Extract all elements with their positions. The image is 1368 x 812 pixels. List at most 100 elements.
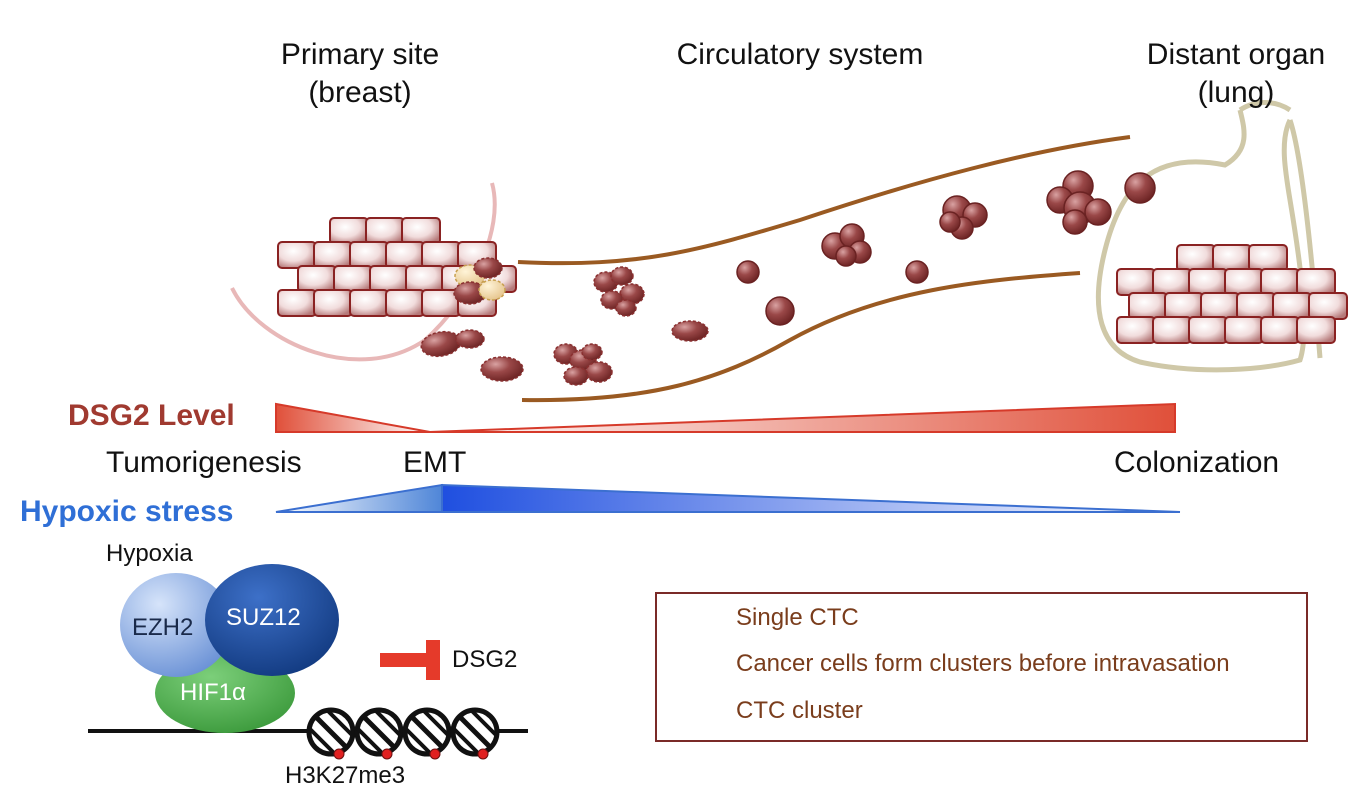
nucleosome-hatch: [421, 708, 451, 738]
distant-tumor-cell: [1152, 316, 1192, 344]
hif1a-label: HIF1α: [180, 679, 246, 706]
distant-tumor-cell: [1296, 316, 1336, 344]
pre-cluster-cell: [563, 366, 589, 386]
distant-tumor-cell: [1308, 292, 1348, 320]
distant-tumor-cell: [1116, 268, 1156, 296]
hypoxia-label: Hypoxia: [106, 540, 193, 567]
distant-tumor-cell: [1224, 268, 1264, 296]
suz12-label: SUZ12: [226, 604, 301, 631]
ctc-cell: [939, 211, 961, 233]
nucleosome-hatch: [314, 715, 348, 749]
primary-tumor-cell: [369, 265, 409, 293]
ctc-cell: [1084, 198, 1112, 226]
stage-colonization: Colonization: [1114, 446, 1280, 479]
nucleosome-hatch: [362, 715, 396, 749]
nucleosome-hatch: [403, 726, 433, 756]
dsg2-level-left-wedge: [275, 402, 431, 433]
distant-tumor-cell: [1236, 292, 1276, 320]
h3k27me3-mark: [429, 748, 441, 760]
distant-tumor-cell: [1164, 292, 1204, 320]
nucleosome-hatch: [325, 708, 355, 738]
h3k27me3-mark: [477, 748, 489, 760]
primary-tumor-cell: [365, 217, 405, 245]
nucleosome-hatch: [451, 726, 481, 756]
hypoxic-stress-left-wedge: [275, 483, 443, 513]
h3k27me3-label: H3K27me3: [285, 762, 406, 789]
distant-organ-subtitle: (lung): [1197, 76, 1275, 109]
ctc-cell: [905, 260, 929, 284]
hypoxic-stress-label: Hypoxic stress: [20, 495, 234, 528]
dsg2-level-right-wedge: [429, 402, 1176, 433]
distant-tumor-cell: [1296, 268, 1336, 296]
hypoxic-stress-right-wedge: [441, 483, 1181, 513]
primary-site-title: Primary site: [280, 38, 440, 71]
dsg2-level-label: DSG2 Level: [68, 399, 235, 432]
distant-tumor-cell: [1212, 244, 1252, 272]
primary-tumor-cell: [277, 289, 317, 317]
circulatory-system-label: Circulatory system: [676, 38, 924, 71]
primary-tumor-cell: [349, 241, 389, 269]
circulating-tumor-cells: [553, 170, 1156, 386]
primary-tumor-cell: [401, 217, 441, 245]
distant-organ-label: Distant organ (lung): [1126, 36, 1346, 112]
ctc-cell: [1062, 209, 1088, 235]
distant-tumor-cell: [1200, 292, 1240, 320]
pre-intravasation-cluster: [453, 257, 506, 305]
blood-vessel-lower-wall: [521, 271, 1081, 403]
nucleosome-hatch: [373, 708, 403, 738]
primary-tumor-cell: [421, 241, 461, 269]
primary-tumor-cell: [329, 217, 369, 245]
distant-tumor: [1116, 244, 1348, 344]
legend-box: [655, 592, 1308, 742]
blood-vessel-upper-wall: [517, 135, 1131, 266]
distant-tumor-cell: [1116, 316, 1156, 344]
distant-tumor-cell: [1272, 292, 1312, 320]
distant-tumor-cell: [1224, 316, 1264, 344]
primary-tumor-cell: [313, 289, 353, 317]
primary-tumor-cell: [297, 265, 337, 293]
primary-site-subtitle: (breast): [308, 76, 412, 109]
pre-cluster-cell: [610, 266, 634, 286]
nucleosome-hatch: [410, 715, 444, 749]
ezh2-label: EZH2: [132, 614, 194, 641]
stage-tumorigenesis: Tumorigenesis: [106, 446, 302, 479]
ctc-cell: [1124, 172, 1156, 204]
distant-tumor-cell: [1260, 316, 1300, 344]
distant-tumor-cell: [1260, 268, 1300, 296]
suz12-protein: [205, 564, 339, 676]
nucleosome-hatch: [355, 726, 385, 756]
ctc-cell: [765, 296, 795, 326]
ezh2-protein: [120, 573, 232, 677]
distant-tumor-cell: [1176, 244, 1216, 272]
dsg2-target-label: DSG2: [452, 646, 518, 673]
nucleosome-hatch: [307, 726, 337, 756]
primary-tumor-cell: [405, 265, 445, 293]
distant-tumor-cell: [1248, 244, 1288, 272]
h3k27me3-mark: [333, 748, 345, 760]
distant-tumor-cell: [1188, 268, 1228, 296]
primary-tumor-cell: [313, 241, 353, 269]
nucleosomes: [306, 707, 500, 760]
nucleosome-hatch: [458, 715, 492, 749]
primary-site-label: Primary site (breast): [255, 36, 465, 112]
primary-tumor-cell: [349, 289, 389, 317]
legend-ctc-cluster-label: CTC cluster: [736, 697, 863, 724]
emt-cells: [420, 320, 709, 382]
primary-tumor-cell: [333, 265, 373, 293]
h3k27me3-mark: [381, 748, 393, 760]
pre-cluster-cell: [615, 299, 637, 317]
stage-emt: EMT: [403, 446, 467, 479]
nucleosome-hatch: [469, 708, 499, 738]
primary-tumor: [277, 217, 517, 317]
inhibition-icon: [380, 640, 440, 680]
pre-cluster-cell: [581, 343, 603, 361]
legend-pre-cluster-label: Cancer cells form clusters before intrav…: [736, 650, 1230, 677]
ctc-cell: [835, 245, 857, 267]
pre-cluster-cell: [585, 361, 613, 383]
primary-tumor-cell: [385, 289, 425, 317]
ctc-cell: [736, 260, 760, 284]
distant-tumor-cell: [1128, 292, 1168, 320]
legend-single-ctc-label: Single CTC: [736, 604, 859, 631]
distant-organ-title: Distant organ: [1146, 38, 1326, 71]
